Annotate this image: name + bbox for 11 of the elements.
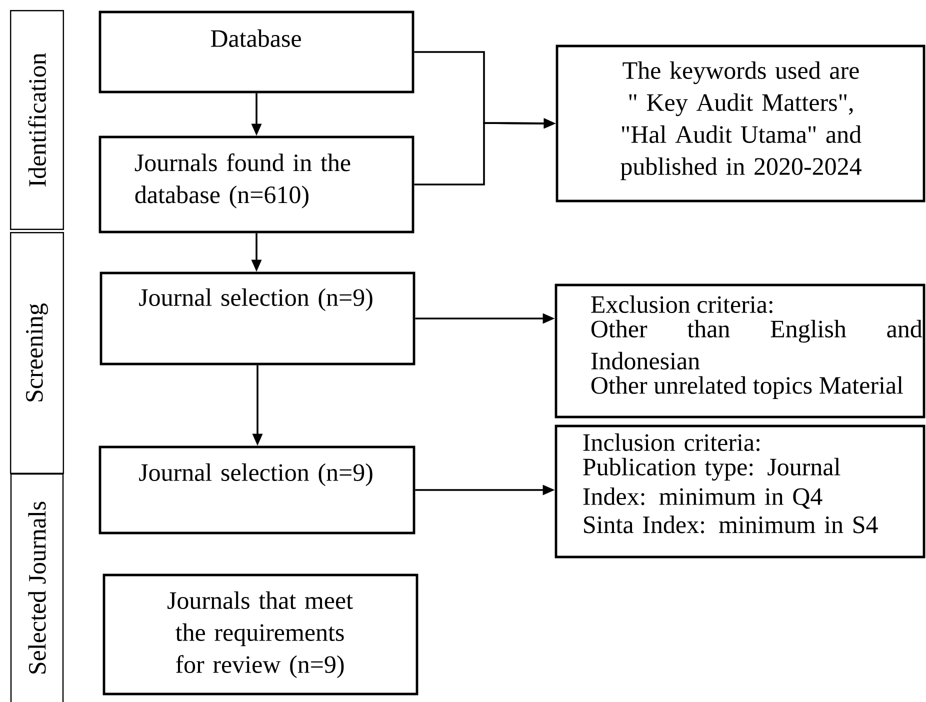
process-box: Journal selection (n=9) bbox=[100, 272, 416, 366]
process-box: Journals found in the database (n=610) bbox=[98, 136, 414, 234]
criteria-box: Inclusion criteria: Publication type: Journal Index: minimum in Q4 Sinta Index: minimum in S4 bbox=[554, 424, 926, 558]
process-box: Journal selection (n=9) bbox=[98, 446, 416, 534]
process-box: Journals that meet the requirements for review (n=9) bbox=[102, 574, 418, 696]
stage-label-box: Identification bbox=[10, 10, 64, 230]
process-box: Database bbox=[98, 10, 414, 94]
stage-label-box: Selected Journals bbox=[10, 473, 64, 702]
criteria-box: The keywords used are " Key Audit Matters", "Hal Audit Utama" and published in 2020-2024 bbox=[556, 44, 926, 202]
stage-label-box: Screening bbox=[10, 232, 64, 474]
criteria-box: Exclusion criteria: Other than English and Indonesian Other unrelated topics Material bbox=[554, 284, 926, 418]
